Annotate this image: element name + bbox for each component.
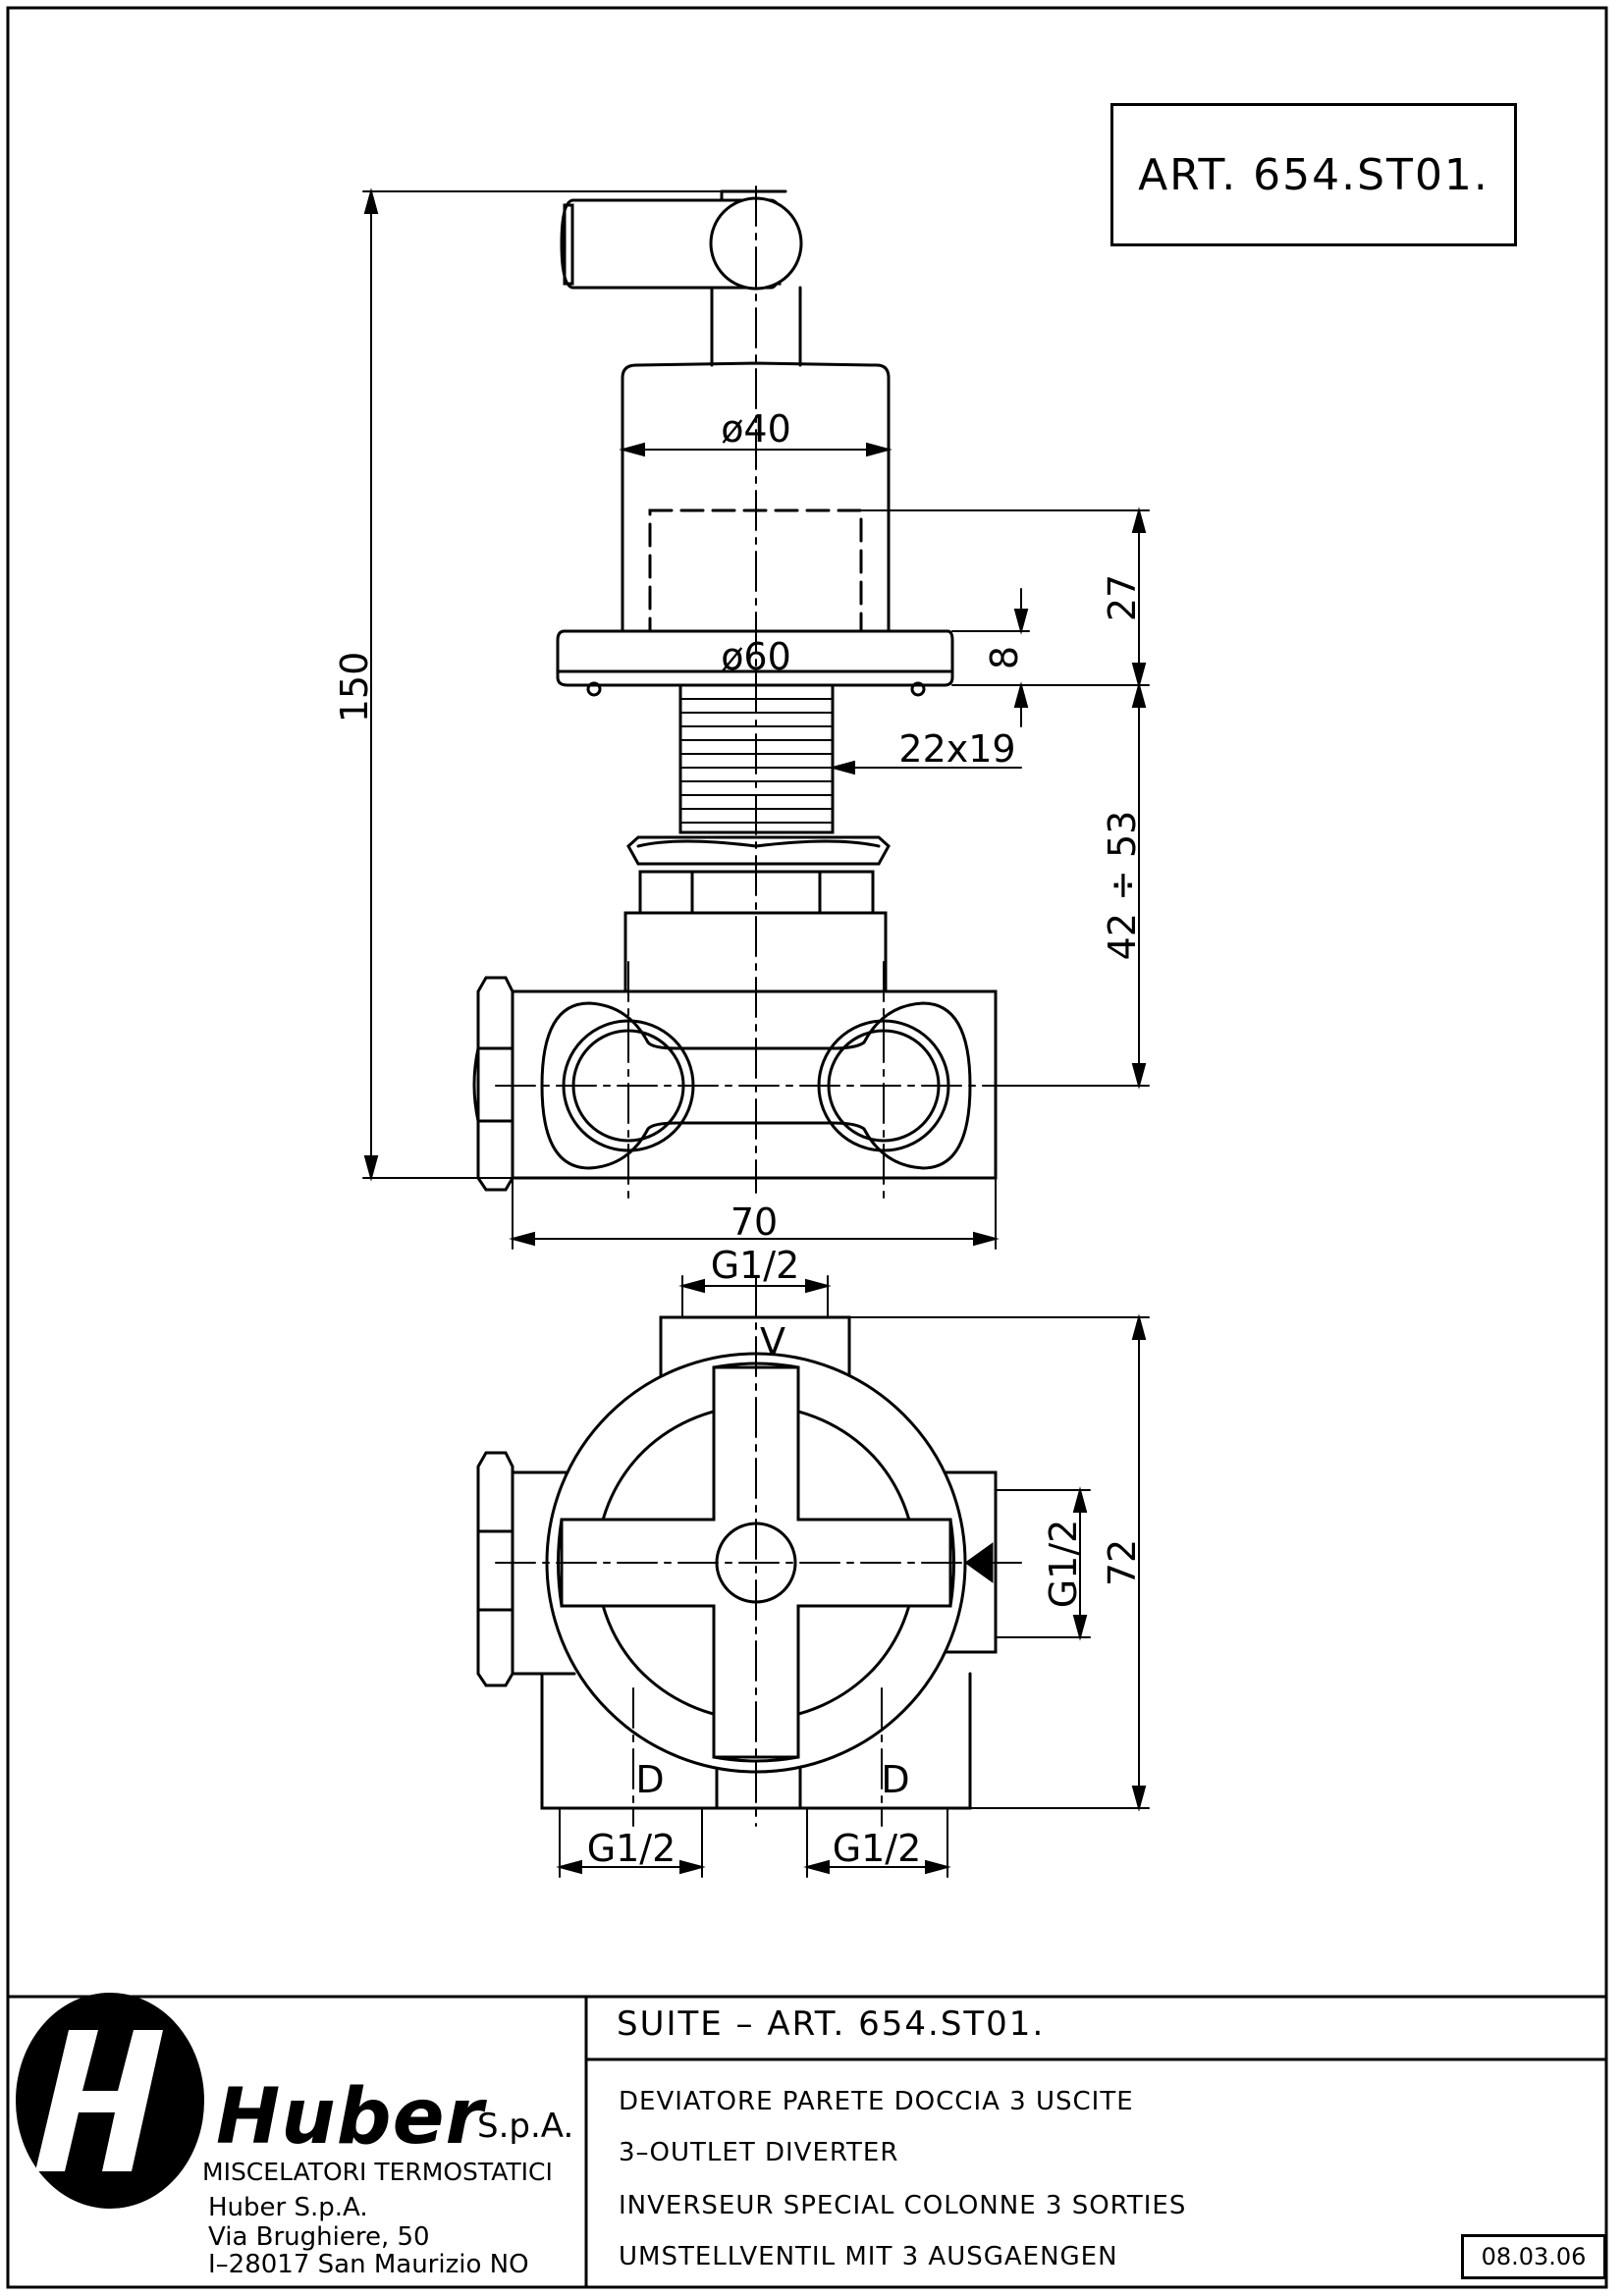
description-german: UMSTELLVENTIL MIT 3 AUSGAENGEN (619, 2242, 1118, 2271)
dim-diam-60: ø60 (721, 635, 791, 678)
dim-outlet-left: G1/2 (587, 1827, 676, 1870)
dim-inlet-thread: G1/2 (711, 1244, 800, 1287)
dim-side-thread: G1/2 (1042, 1520, 1085, 1609)
label-d-left: D (635, 1758, 664, 1801)
company-address-name: Huber S.p.A. (208, 2193, 368, 2222)
drawing-date: 08.03.06 (1481, 2243, 1587, 2270)
label-d-right: D (881, 1758, 909, 1801)
dim-diam-40: ø40 (721, 407, 791, 451)
dim-width-70: 70 (730, 1201, 778, 1244)
dimensions-elevation (362, 187, 1150, 1250)
sheet-frame (6, 6, 1608, 2289)
company-tagline: MISCELATORI TERMOSTATICI (202, 2158, 553, 2186)
dim-outlet-right: G1/2 (833, 1827, 922, 1870)
label-v: V (760, 1320, 785, 1363)
company-logo-word: Huber (216, 2073, 485, 2162)
description-english: 3–OUTLET DIVERTER (619, 2138, 899, 2167)
dim-27: 27 (1101, 574, 1144, 621)
centerlines-elevation (495, 186, 1022, 1203)
dimensions-plan (556, 1275, 1150, 1878)
dim-height-150: 150 (333, 652, 376, 723)
drawing-date-box: 08.03.06 (1461, 2234, 1606, 2279)
dimension-labels: 150 ø40 ø60 27 8 22x19 42 ÷ 53 70 G1/2 V… (333, 407, 1144, 1870)
company-address-street: Via Brughiere, 50 (208, 2222, 430, 2252)
title-suite: SUITE – ART. 654.ST01. (617, 2004, 1046, 2044)
company-address-city: I–28017 San Maurizio NO (208, 2250, 529, 2279)
dim-depth-72: 72 (1101, 1539, 1144, 1586)
dim-range: 42 ÷ 53 (1101, 811, 1144, 961)
company-logo-suffix: S.p.A. (477, 2107, 574, 2146)
article-number: ART. 654.ST01. (1138, 149, 1489, 200)
elevation-view (472, 189, 998, 1192)
huber-logo-mark (16, 1993, 204, 2209)
dim-spindle: 22x19 (898, 727, 1015, 771)
description-italian: DEVIATORE PARETE DOCCIA 3 USCITE (619, 2087, 1134, 2116)
centerlines-plan (495, 1275, 1022, 1827)
description-french: INVERSEUR SPECIAL COLONNE 3 SORTIES (619, 2191, 1187, 2220)
article-number-box: ART. 654.ST01. (1110, 103, 1517, 246)
dim-8: 8 (983, 646, 1026, 669)
